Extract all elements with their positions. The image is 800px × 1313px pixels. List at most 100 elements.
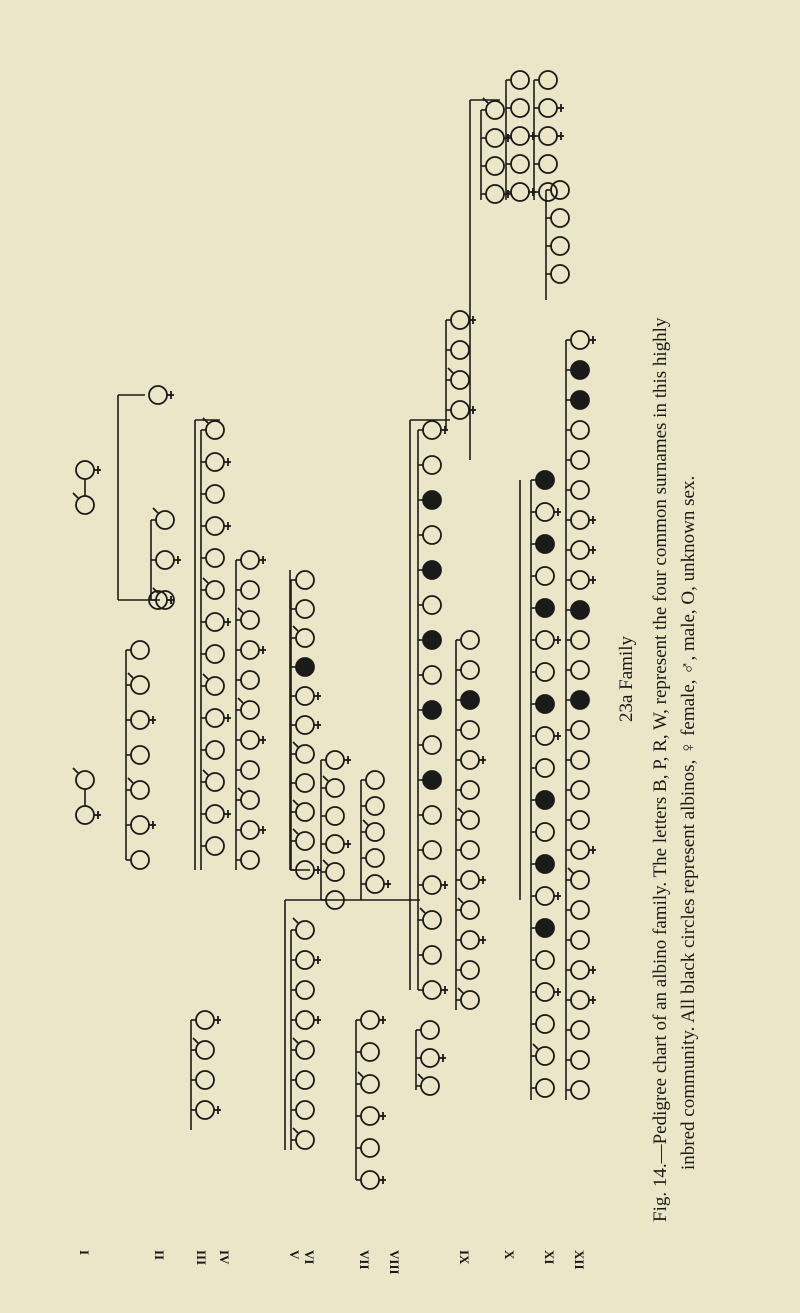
pedigree-symbol [447, 367, 470, 390]
pedigree-symbol [205, 516, 231, 536]
pedigree-symbol [295, 1070, 315, 1090]
pedigree-symbol [450, 340, 470, 360]
generation-label: III [194, 1250, 209, 1265]
pedigree-symbol [535, 758, 555, 778]
pedigree-symbol [360, 1042, 380, 1062]
pedigree-symbol [419, 907, 442, 930]
pedigree-symbol [205, 548, 225, 568]
pedigree-symbol [460, 780, 480, 800]
pedigree-symbol [485, 128, 511, 148]
pedigree-symbol [360, 1010, 386, 1030]
pedigree-symbol [130, 815, 156, 835]
pedigree-symbol [535, 790, 555, 810]
pedigree-symbol [205, 708, 231, 728]
pedigree-symbol [240, 550, 266, 570]
pedigree-symbol [240, 670, 260, 690]
pedigree-symbol [535, 566, 555, 586]
pedigree-symbol [570, 1080, 590, 1100]
pedigree-symbol [450, 400, 476, 420]
pedigree-symbol [570, 990, 596, 1010]
pedigree-symbol [295, 686, 321, 706]
pedigree-symbol [570, 930, 590, 950]
pedigree-symbol [292, 799, 315, 822]
pedigree-symbol [420, 1020, 440, 1040]
pedigree-symbol [192, 1037, 215, 1060]
pedigree-symbol [422, 770, 442, 790]
pedigree-symbol [422, 735, 442, 755]
pedigree-symbol [292, 1037, 315, 1060]
generation-label: VII [357, 1250, 372, 1270]
pedigree-symbol [292, 917, 315, 940]
pedigree-symbol [457, 897, 480, 920]
pedigree-symbol [362, 819, 385, 842]
pedigree-symbol [295, 1010, 321, 1030]
generation-label: V [287, 1250, 302, 1260]
generation-label: II [152, 1250, 167, 1260]
pedigree-symbol [567, 867, 590, 890]
generation-label: X [502, 1250, 517, 1260]
pedigree-symbol [130, 640, 150, 660]
pedigree-symbol [152, 507, 175, 530]
pedigree-symbol [240, 760, 260, 780]
pedigree-symbol [202, 769, 225, 792]
pedigree-symbol [422, 560, 442, 580]
pedigree-symbol [422, 420, 448, 440]
pedigree-symbol [535, 662, 555, 682]
pedigree-symbols [72, 70, 596, 1190]
pedigree-symbol [357, 1071, 380, 1094]
pedigree-symbol [535, 598, 555, 618]
pedigree-symbol [422, 630, 442, 650]
pedigree-symbol [535, 822, 555, 842]
pedigree-symbol [295, 1100, 315, 1120]
pedigree-symbol [295, 950, 321, 970]
pedigree-symbol [538, 70, 558, 90]
pedigree-symbol [152, 587, 175, 610]
pedigree-symbol [460, 750, 486, 770]
pedigree-symbol [510, 154, 530, 174]
pedigree-symbol [295, 773, 315, 793]
pedigree-symbol [295, 980, 315, 1000]
pedigree-symbol [570, 570, 596, 590]
pedigree-symbol [195, 1070, 215, 1090]
pedigree-symbol [155, 550, 181, 570]
generation-label: VI [302, 1250, 317, 1264]
pedigree-symbol [510, 126, 536, 146]
pedigree-symbol [538, 182, 558, 202]
pedigree-symbol [460, 960, 480, 980]
pedigree-symbol [292, 625, 315, 648]
pedigree-symbol [538, 154, 558, 174]
connector-lines [84, 79, 571, 1181]
pedigree-symbol [195, 1100, 221, 1120]
pedigree-symbol [205, 836, 225, 856]
pedigree-symbol [535, 534, 555, 554]
pedigree-symbol [570, 810, 590, 830]
pedigree-symbol [240, 820, 266, 840]
pedigree-symbol [570, 330, 596, 350]
pedigree-symbol [485, 156, 505, 176]
pedigree-symbol [360, 1106, 386, 1126]
pedigree-symbol [460, 660, 480, 680]
pedigree-symbol [422, 525, 442, 545]
pedigree-symbol [325, 750, 351, 770]
pedigree-symbol [237, 697, 260, 720]
pedigree-symbol [510, 70, 530, 90]
pedigree-symbol [295, 657, 315, 677]
pedigree-symbol [482, 97, 505, 120]
pedigree-symbol [422, 490, 442, 510]
pedigree-symbol [420, 1048, 446, 1068]
pedigree-symbol [570, 690, 590, 710]
pedigree-symbol [237, 607, 260, 630]
pedigree-symbol [148, 385, 174, 405]
pedigree-symbol [570, 840, 596, 860]
pedigree-symbol [205, 612, 231, 632]
pedigree-symbol [570, 510, 596, 530]
pedigree-symbol [422, 805, 442, 825]
pedigree-symbol [130, 745, 150, 765]
pedigree-symbol [422, 665, 442, 685]
pedigree-symbol [450, 310, 476, 330]
pedigree-symbol [130, 710, 156, 730]
pedigree-symbol [365, 796, 385, 816]
